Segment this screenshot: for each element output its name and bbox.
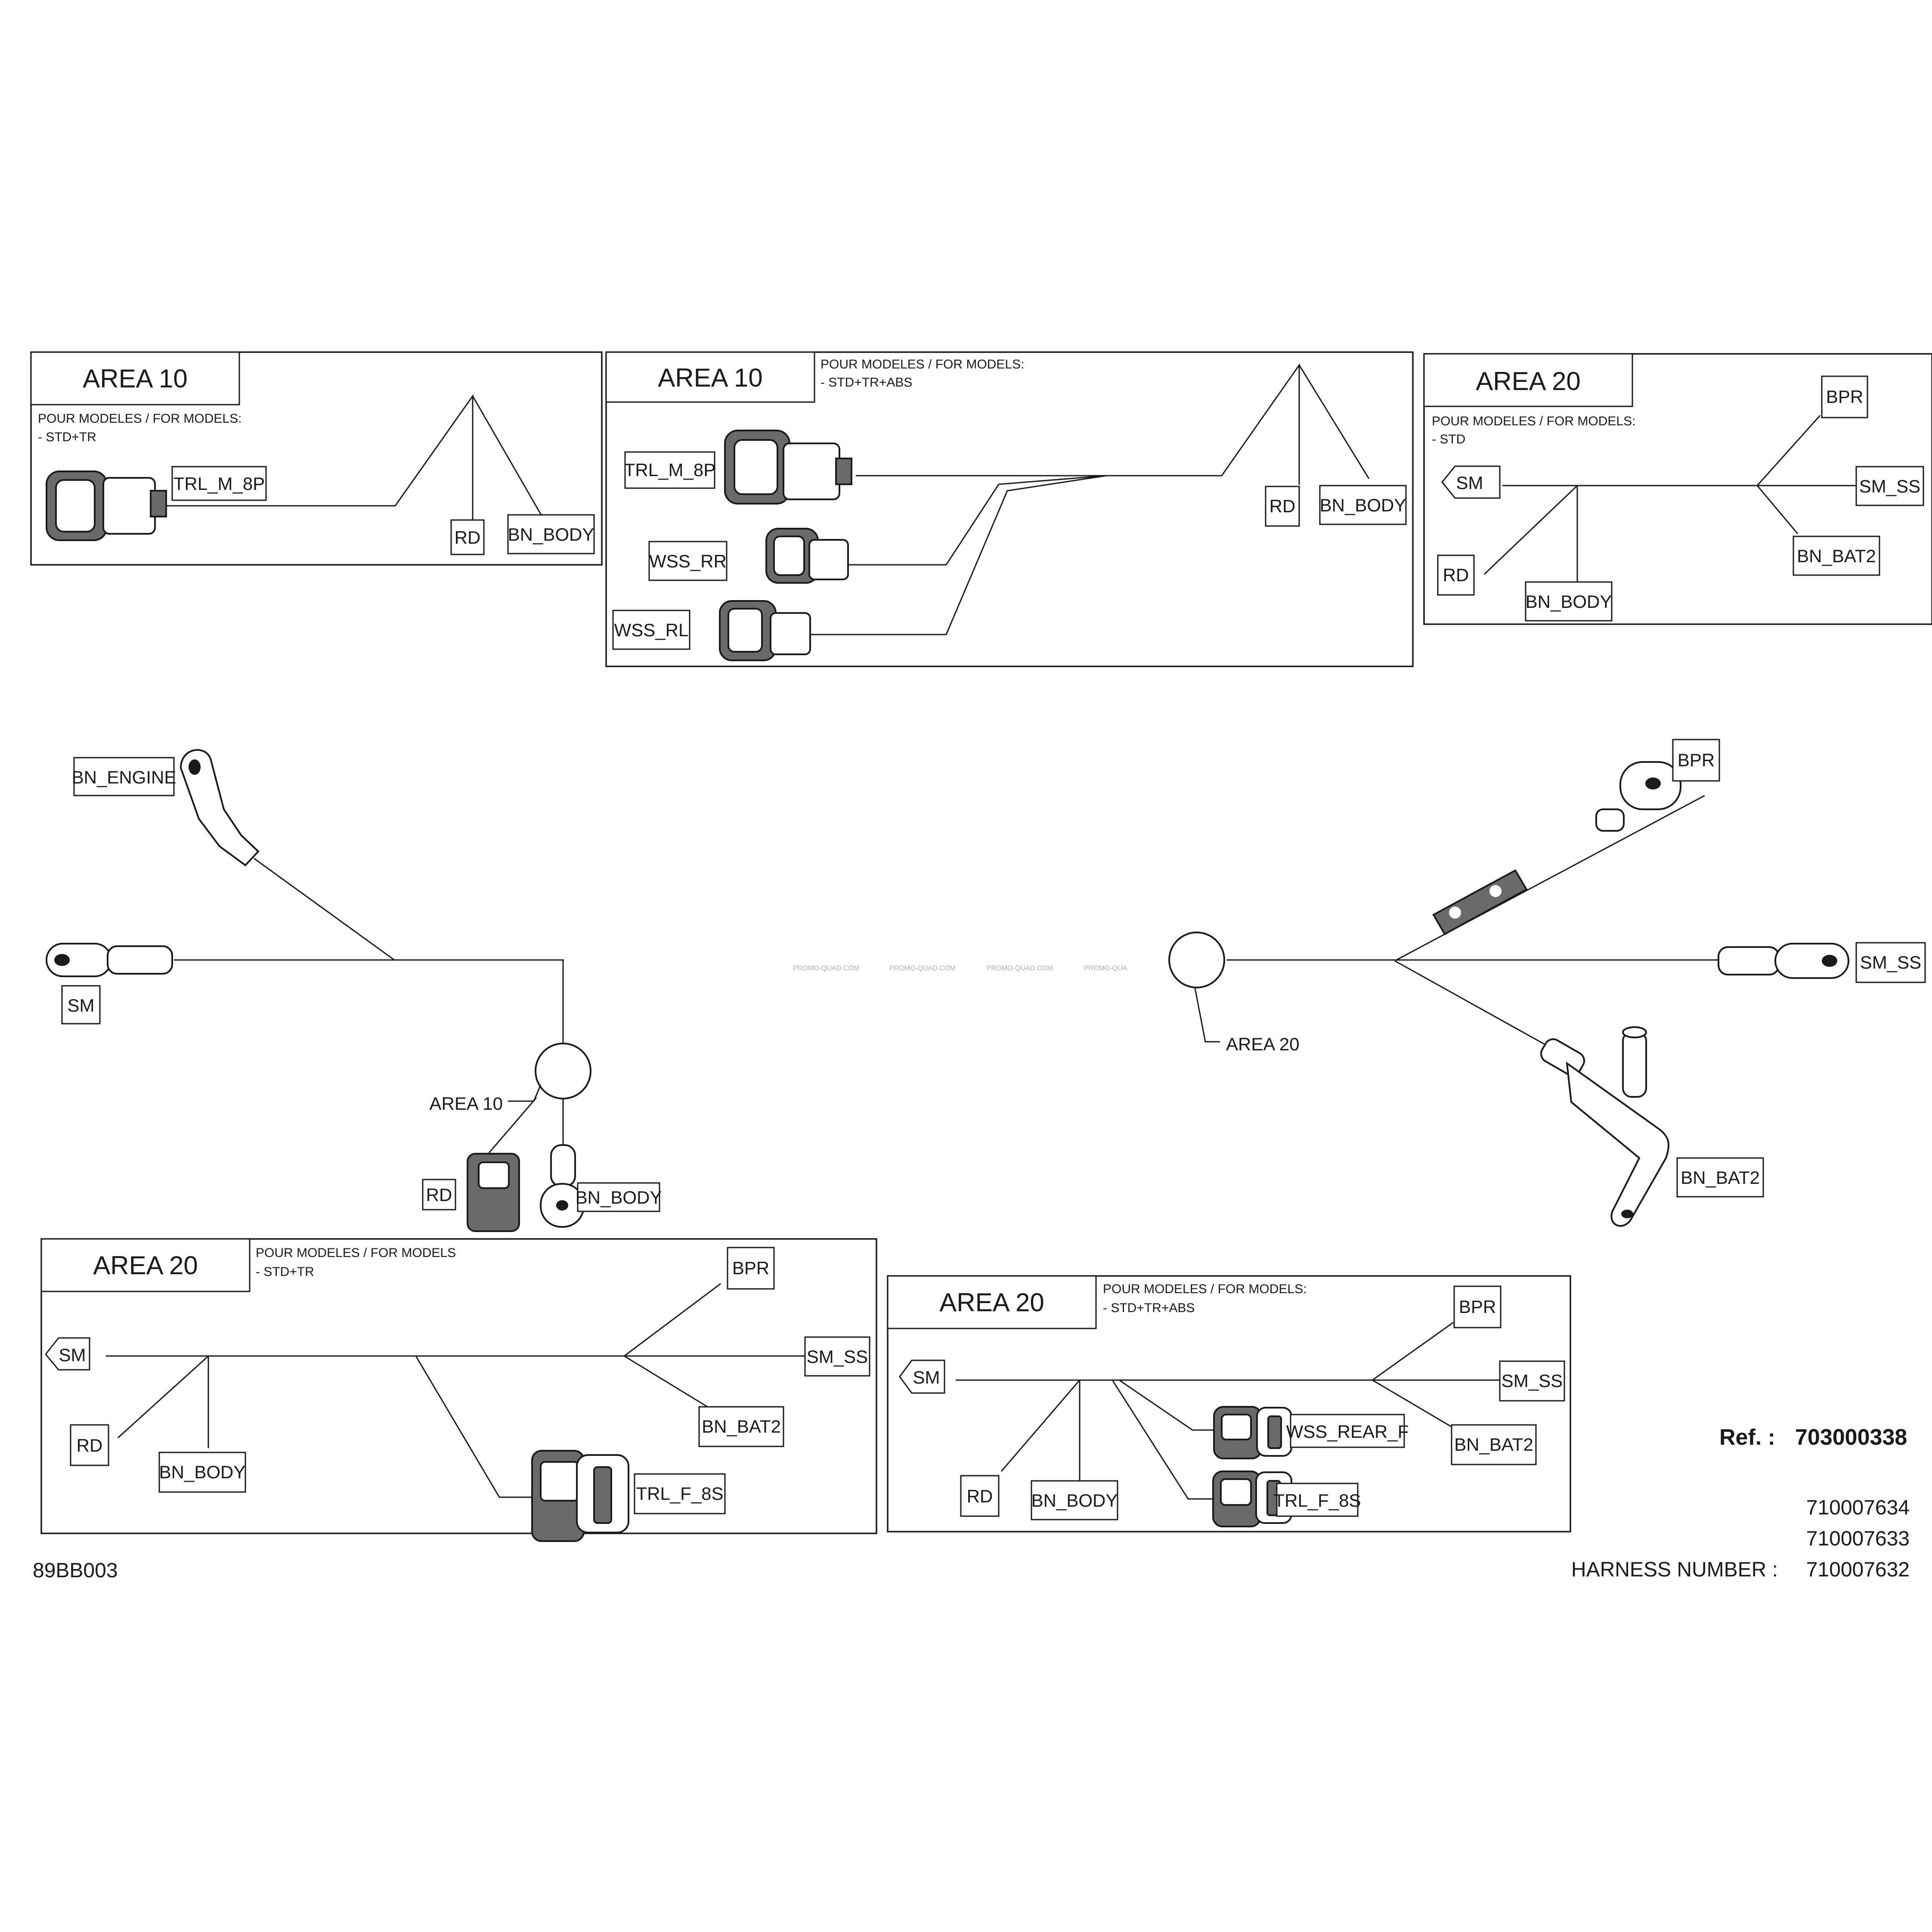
label-rd: RD bbox=[77, 1435, 103, 1455]
label-bn-bat2: BN_BAT2 bbox=[702, 1416, 781, 1437]
area-20-marker bbox=[1168, 932, 1225, 988]
ring-terminal-bn-body-icon bbox=[540, 1144, 585, 1228]
panel-title: AREA 10 bbox=[83, 364, 188, 393]
label-bn-bat2: BN_BAT2 bbox=[1797, 546, 1876, 566]
label-area-20: AREA 20 bbox=[1226, 1034, 1299, 1054]
label-sm: SM bbox=[68, 995, 95, 1016]
area-10-marker bbox=[535, 1043, 591, 1099]
ring-terminal-bpr-icon bbox=[1595, 761, 1681, 832]
label-bn-body: BN_BODY bbox=[1031, 1490, 1118, 1511]
label-sm: SM bbox=[59, 1345, 86, 1365]
label-trl-m-8p: TRL_M_8P bbox=[624, 460, 715, 480]
model-list: - STD+TR+ABS bbox=[820, 375, 912, 390]
label-rd: RD bbox=[1269, 496, 1296, 516]
panel-title: AREA 20 bbox=[939, 1288, 1044, 1317]
model-list: - STD+TR bbox=[256, 1265, 314, 1279]
label-rd: RD bbox=[1443, 565, 1469, 585]
connector-wss-rr-icon bbox=[765, 528, 849, 584]
label-bn-bat2: BN_BAT2 bbox=[1681, 1167, 1760, 1188]
label-bpr: BPR bbox=[1826, 387, 1863, 407]
label-sm: SM bbox=[1456, 473, 1483, 493]
connector-wss-rear-f-icon bbox=[1213, 1406, 1292, 1459]
label-sm-ss: SM_SS bbox=[1859, 476, 1920, 496]
label-area-10: AREA 10 bbox=[430, 1093, 503, 1114]
label-rd: RD bbox=[426, 1185, 452, 1205]
panel-area20-std-tr: AREA 20 POUR MODELES / FOR MODELS - STD+… bbox=[40, 1238, 877, 1542]
svg-text:PROMO-QUA: PROMO-QUA bbox=[1084, 965, 1127, 972]
label-trl-m-8p: TRL_M_8P bbox=[173, 474, 265, 494]
connector-rd-icon bbox=[467, 1153, 520, 1232]
connector-trl-m-8p-icon bbox=[724, 430, 852, 505]
model-list: - STD+TR bbox=[38, 430, 96, 444]
harness-number-3: 710007632 bbox=[1806, 1558, 1910, 1581]
ref-value: 703000338 bbox=[1795, 1425, 1907, 1450]
bracket-bn-bat2-icon bbox=[1540, 1026, 1669, 1227]
ring-terminal-sm-icon bbox=[46, 943, 173, 977]
harness-number-1: 710007634 bbox=[1806, 1496, 1910, 1519]
connector-trl-f-8s-icon bbox=[531, 1450, 629, 1542]
label-trl-f-8s: TRL_F_8S bbox=[1273, 1490, 1361, 1511]
model-list: - STD bbox=[1432, 432, 1465, 446]
model-list: - STD+TR+ABS bbox=[1103, 1301, 1195, 1315]
model-note: POUR MODELES / FOR MODELS: bbox=[1103, 1282, 1307, 1296]
reference-block: Ref. : 703000338 710007634 710007633 HAR… bbox=[1571, 1425, 1910, 1581]
label-rd: RD bbox=[967, 1486, 993, 1506]
model-note: POUR MODELES / FOR MODELS: bbox=[820, 357, 1024, 372]
panel-title: AREA 20 bbox=[93, 1251, 198, 1280]
label-sm-ss: SM_SS bbox=[1502, 1371, 1563, 1391]
label-wss-rr: WSS_RR bbox=[649, 551, 727, 571]
label-sm-ss: SM_SS bbox=[807, 1347, 868, 1367]
label-bn-body: BN_BODY bbox=[1320, 495, 1406, 515]
main-harness: PROMO-QUAD.COM PROMO-QUAD.COM PROMO-QUAD… bbox=[46, 739, 1926, 1232]
label-wss-rl: WSS_RL bbox=[614, 620, 689, 640]
label-bn-body: BN_BODY bbox=[159, 1462, 246, 1482]
model-note: POUR MODELES / FOR MODELS: bbox=[38, 412, 242, 426]
label-bn-bat2: BN_BAT2 bbox=[1454, 1434, 1533, 1455]
panel-title: AREA 10 bbox=[658, 363, 763, 392]
label-sm: SM bbox=[913, 1367, 940, 1387]
label-bpr: BPR bbox=[1459, 1297, 1496, 1317]
label-bpr: BPR bbox=[732, 1258, 769, 1278]
label-bn-body: BN_BODY bbox=[576, 1187, 662, 1208]
figure-code: 89BB003 bbox=[33, 1559, 118, 1582]
svg-text:PROMO-QUAD.COM: PROMO-QUAD.COM bbox=[987, 965, 1053, 972]
model-note: POUR MODELES / FOR MODELS bbox=[256, 1246, 456, 1260]
label-wss-rear-f: WSS_REAR_F bbox=[1286, 1421, 1409, 1442]
harness-number-2: 710007633 bbox=[1806, 1527, 1910, 1550]
ring-terminal-sm-ss-icon bbox=[1718, 943, 1849, 979]
label-bpr: BPR bbox=[1678, 750, 1715, 770]
label-rd: RD bbox=[455, 527, 481, 548]
connector-trl-m-8p-icon bbox=[46, 471, 167, 541]
label-trl-f-8s: TRL_F_8S bbox=[636, 1483, 723, 1504]
panel-area20-std: AREA 20 POUR MODELES / FOR MODELS: - STD… bbox=[1423, 353, 1932, 625]
watermark: PROMO-QUAD.COM PROMO-QUAD.COM PROMO-QUAD… bbox=[793, 965, 1127, 972]
panel-area10-std-tr: AREA 10 POUR MODELES / FOR MODELS: - STD… bbox=[30, 351, 603, 566]
ref-label: Ref. : bbox=[1719, 1425, 1775, 1450]
harness-number-label: HARNESS NUMBER : bbox=[1571, 1558, 1778, 1581]
label-sm-ss: SM_SS bbox=[1860, 952, 1921, 972]
svg-text:PROMO-QUAD.COM: PROMO-QUAD.COM bbox=[889, 965, 956, 972]
panel-area20-std-tr-abs: AREA 20 POUR MODELES / FOR MODELS: - STD… bbox=[887, 1275, 1571, 1533]
ring-terminal-bn-engine-icon bbox=[180, 749, 260, 867]
svg-text:PROMO-QUAD.COM: PROMO-QUAD.COM bbox=[793, 965, 859, 972]
fuse-holder-bpr-icon bbox=[1432, 869, 1528, 935]
panel-area10-std-tr-abs: AREA 10 POUR MODELES / FOR MODELS: - STD… bbox=[605, 351, 1414, 667]
connector-wss-rl-icon bbox=[719, 600, 811, 661]
label-bn-body: BN_BODY bbox=[1526, 591, 1612, 612]
connector-trl-f-8s-icon bbox=[1212, 1471, 1292, 1527]
label-bn-body: BN_BODY bbox=[508, 524, 594, 545]
panel-title: AREA 20 bbox=[1476, 367, 1581, 396]
model-note: POUR MODELES / FOR MODELS: bbox=[1432, 414, 1635, 428]
label-bn-engine: BN_ENGINE bbox=[72, 767, 176, 787]
